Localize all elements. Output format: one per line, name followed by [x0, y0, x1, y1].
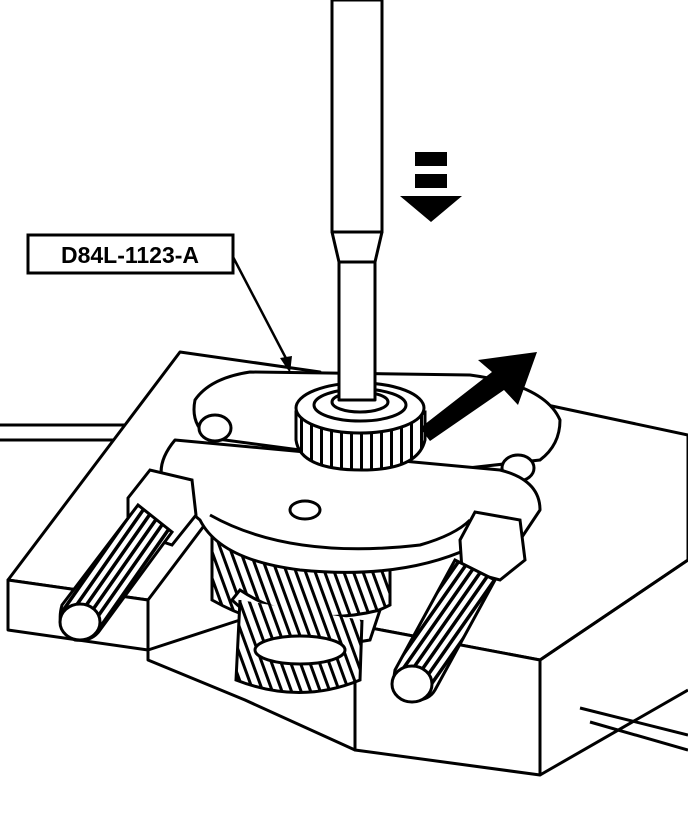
bolt-left — [58, 468, 198, 642]
bearing-pointer-arrow — [420, 352, 537, 441]
press-ram — [330, 0, 384, 402]
tool-callout-label: D84L-1123-A — [61, 242, 199, 268]
bolt-right — [390, 510, 527, 704]
tool-callout: D84L-1123-A — [26, 233, 292, 373]
bearing — [294, 381, 427, 472]
press-direction-arrow — [400, 152, 462, 222]
